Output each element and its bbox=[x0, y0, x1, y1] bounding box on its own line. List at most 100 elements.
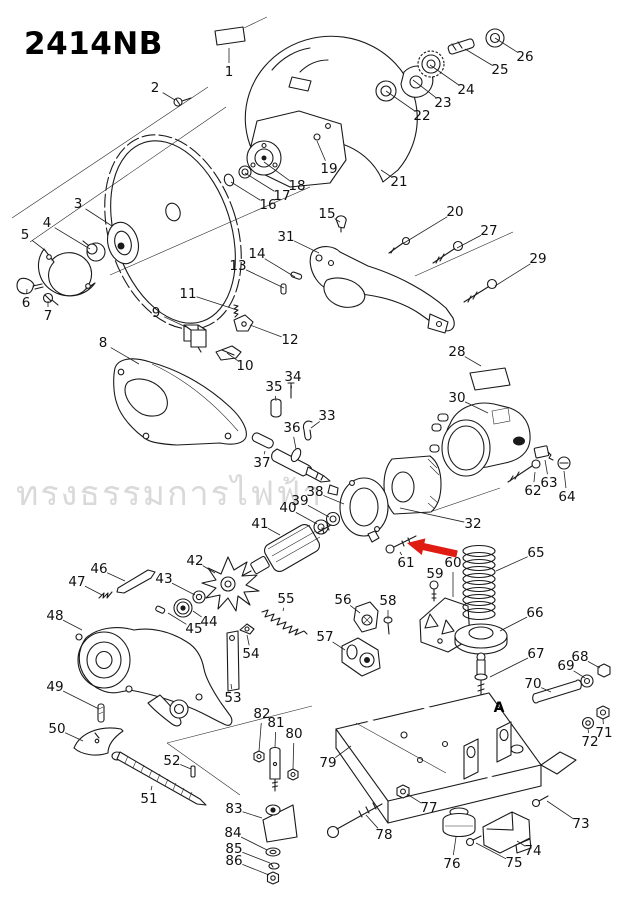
leader-line-36 bbox=[293, 436, 297, 450]
leader-line-32 bbox=[399, 507, 465, 523]
leader-line-15 bbox=[334, 218, 341, 223]
leader-line-11 bbox=[196, 296, 235, 310]
part-label-66: 66 bbox=[526, 605, 543, 621]
nut-68 bbox=[597, 663, 611, 678]
part-label-24: 24 bbox=[457, 82, 474, 98]
carbon-brush bbox=[533, 445, 554, 461]
part-label-64: 64 bbox=[558, 489, 575, 505]
leader-line-39 bbox=[307, 504, 330, 518]
screw-59 bbox=[429, 580, 439, 602]
shift-lever bbox=[116, 569, 156, 594]
marker-A-label: A bbox=[494, 700, 505, 716]
part-label-39: 39 bbox=[291, 493, 308, 509]
hinge-plates bbox=[463, 721, 512, 780]
leader-line-42 bbox=[202, 565, 216, 574]
part-label-86: 86 bbox=[225, 853, 242, 869]
part-label-50: 50 bbox=[48, 721, 65, 737]
blade-flange-set bbox=[223, 140, 282, 187]
leader-line-73 bbox=[546, 800, 574, 820]
wrench-holder-74 bbox=[482, 811, 532, 854]
part-label-16: 16 bbox=[259, 197, 276, 213]
stop-bracket-83 bbox=[262, 804, 298, 843]
coil-spring-65 bbox=[462, 544, 496, 621]
part-label-27: 27 bbox=[480, 223, 497, 239]
leader-line-70 bbox=[541, 687, 552, 693]
screw-58 bbox=[383, 616, 393, 635]
part-label-13: 13 bbox=[229, 258, 246, 274]
leader-line-37 bbox=[263, 450, 266, 455]
pin-49 bbox=[97, 703, 105, 723]
rubber-foot-76 bbox=[442, 807, 476, 838]
leader-line-72 bbox=[587, 728, 590, 734]
part-label-79: 79 bbox=[319, 755, 336, 771]
part-label-29: 29 bbox=[529, 251, 546, 267]
fan-baffle bbox=[327, 477, 389, 543]
part-label-76: 76 bbox=[443, 856, 460, 872]
part-label-53: 53 bbox=[224, 690, 241, 706]
leader-line-81 bbox=[274, 731, 277, 748]
leader-lines bbox=[26, 37, 604, 876]
part-label-73: 73 bbox=[572, 816, 589, 832]
pin-13 bbox=[280, 283, 287, 295]
motor-label-plate bbox=[469, 367, 511, 391]
part-label-33: 33 bbox=[318, 408, 335, 424]
part-label-11: 11 bbox=[179, 286, 196, 302]
part-label-2: 2 bbox=[151, 80, 160, 96]
leader-line-74 bbox=[516, 840, 526, 847]
part-label-72: 72 bbox=[581, 734, 598, 750]
part-label-70: 70 bbox=[524, 676, 541, 692]
part-label-58: 58 bbox=[379, 593, 396, 609]
leader-line-3 bbox=[85, 208, 113, 227]
leader-line-13 bbox=[245, 269, 285, 289]
screw-75 bbox=[465, 835, 482, 847]
leader-line-50 bbox=[65, 732, 84, 742]
leader-line-34 bbox=[290, 385, 293, 391]
part-label-6: 6 bbox=[22, 295, 31, 311]
washer-40 bbox=[313, 519, 329, 535]
flat-screw-7 bbox=[42, 292, 59, 306]
nut-77 bbox=[396, 784, 410, 799]
leader-line-16 bbox=[230, 181, 261, 201]
leader-line-76 bbox=[452, 836, 457, 856]
leader-line-80 bbox=[292, 742, 295, 770]
leader-line-53 bbox=[230, 683, 233, 690]
lock-spring bbox=[233, 304, 239, 318]
bearing-44 bbox=[173, 598, 193, 618]
part-label-20: 20 bbox=[446, 204, 463, 220]
leader-line-25 bbox=[464, 48, 493, 66]
spring-washer-85 bbox=[268, 862, 280, 870]
leader-line-63 bbox=[544, 459, 548, 475]
part-label-81: 81 bbox=[267, 715, 284, 731]
red-arrow-shape bbox=[407, 538, 458, 558]
leader-line-19 bbox=[316, 140, 326, 161]
bolt-27 bbox=[432, 240, 464, 264]
spacer-pipe-70 bbox=[532, 679, 582, 704]
leader-line-84 bbox=[240, 836, 268, 851]
shaft-lock-button bbox=[270, 398, 282, 418]
part-label-4: 4 bbox=[43, 215, 52, 231]
part-label-14: 14 bbox=[248, 246, 265, 262]
nut-71 bbox=[596, 705, 610, 720]
part-label-35: 35 bbox=[265, 379, 282, 395]
leader-line-68 bbox=[587, 660, 601, 669]
red-pointer-arrow bbox=[407, 538, 458, 558]
part-label-40: 40 bbox=[279, 500, 296, 516]
part-label-80: 80 bbox=[285, 726, 302, 742]
leader-line-21 bbox=[380, 169, 392, 178]
part-label-71: 71 bbox=[595, 725, 612, 741]
part-label-9: 9 bbox=[152, 305, 161, 321]
part-label-3: 3 bbox=[74, 196, 83, 212]
leader-line-69 bbox=[573, 670, 586, 679]
leader-line-35 bbox=[274, 395, 277, 402]
washer-43 bbox=[192, 590, 206, 604]
leader-line-40 bbox=[295, 511, 318, 525]
rear-handle bbox=[309, 246, 455, 334]
leader-line-48 bbox=[62, 619, 83, 631]
part-label-65: 65 bbox=[527, 545, 544, 561]
bracket-57 bbox=[341, 637, 381, 677]
leader-line-65 bbox=[495, 556, 528, 572]
part-label-55: 55 bbox=[277, 591, 294, 607]
washer-69 bbox=[580, 674, 594, 688]
key-45 bbox=[155, 605, 166, 614]
